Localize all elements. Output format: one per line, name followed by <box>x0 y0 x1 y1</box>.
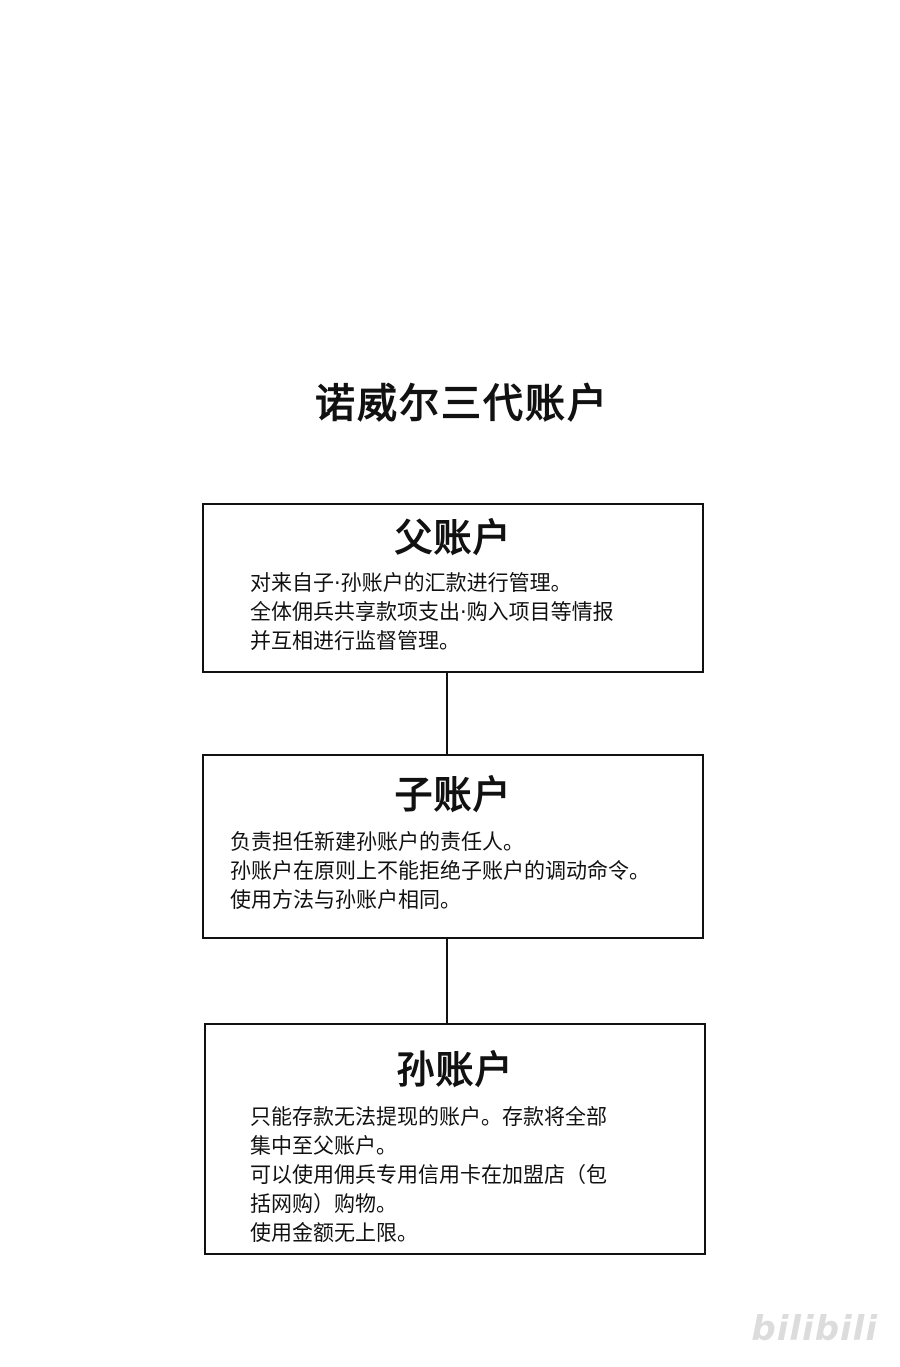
child-account-heading: 子账户 <box>394 773 512 817</box>
parent-account-description: 对来自子·孙账户的汇款进行管理。 全体佣兵共享款项支出·购入项目等情报 并互相进… <box>250 569 702 656</box>
connector-child-grandchild <box>446 939 448 1023</box>
parent-account-heading: 父账户 <box>394 516 512 560</box>
diagram-title: 诺威尔三代账户 <box>315 381 609 427</box>
child-account-line: 孙账户在原则上不能拒绝子账户的调动命令。 <box>230 859 650 883</box>
child-account-line: 负责担任新建孙账户的责任人。 <box>230 830 524 854</box>
parent-account-line: 全体佣兵共享款项支出·购入项目等情报 <box>250 600 614 624</box>
grandchild-account-line: 只能存款无法提现的账户。存款将全部 <box>250 1105 607 1129</box>
bilibili-watermark: bilibili <box>751 1309 878 1349</box>
grandchild-account-box: 孙账户 只能存款无法提现的账户。存款将全部 集中至父账户。 可以使用佣兵专用信用… <box>204 1023 706 1255</box>
parent-account-box: 父账户 对来自子·孙账户的汇款进行管理。 全体佣兵共享款项支出·购入项目等情报 … <box>202 503 704 673</box>
grandchild-account-heading: 孙账户 <box>396 1048 514 1092</box>
parent-account-line: 并互相进行监督管理。 <box>250 629 460 653</box>
child-account-box: 子账户 负责担任新建孙账户的责任人。 孙账户在原则上不能拒绝子账户的调动命令。 … <box>202 754 704 939</box>
grandchild-account-line: 可以使用佣兵专用信用卡在加盟店（包 <box>250 1163 607 1187</box>
child-account-description: 负责担任新建孙账户的责任人。 孙账户在原则上不能拒绝子账户的调动命令。 使用方法… <box>230 828 702 915</box>
grandchild-account-description: 只能存款无法提现的账户。存款将全部 集中至父账户。 可以使用佣兵专用信用卡在加盟… <box>250 1103 704 1248</box>
parent-account-line: 对来自子·孙账户的汇款进行管理。 <box>250 571 572 595</box>
grandchild-account-line: 使用金额无上限。 <box>250 1221 418 1245</box>
grandchild-account-line: 括网购）购物。 <box>250 1192 397 1216</box>
grandchild-account-line: 集中至父账户。 <box>250 1134 397 1158</box>
child-account-line: 使用方法与孙账户相同。 <box>230 888 461 912</box>
connector-parent-child <box>446 673 448 754</box>
